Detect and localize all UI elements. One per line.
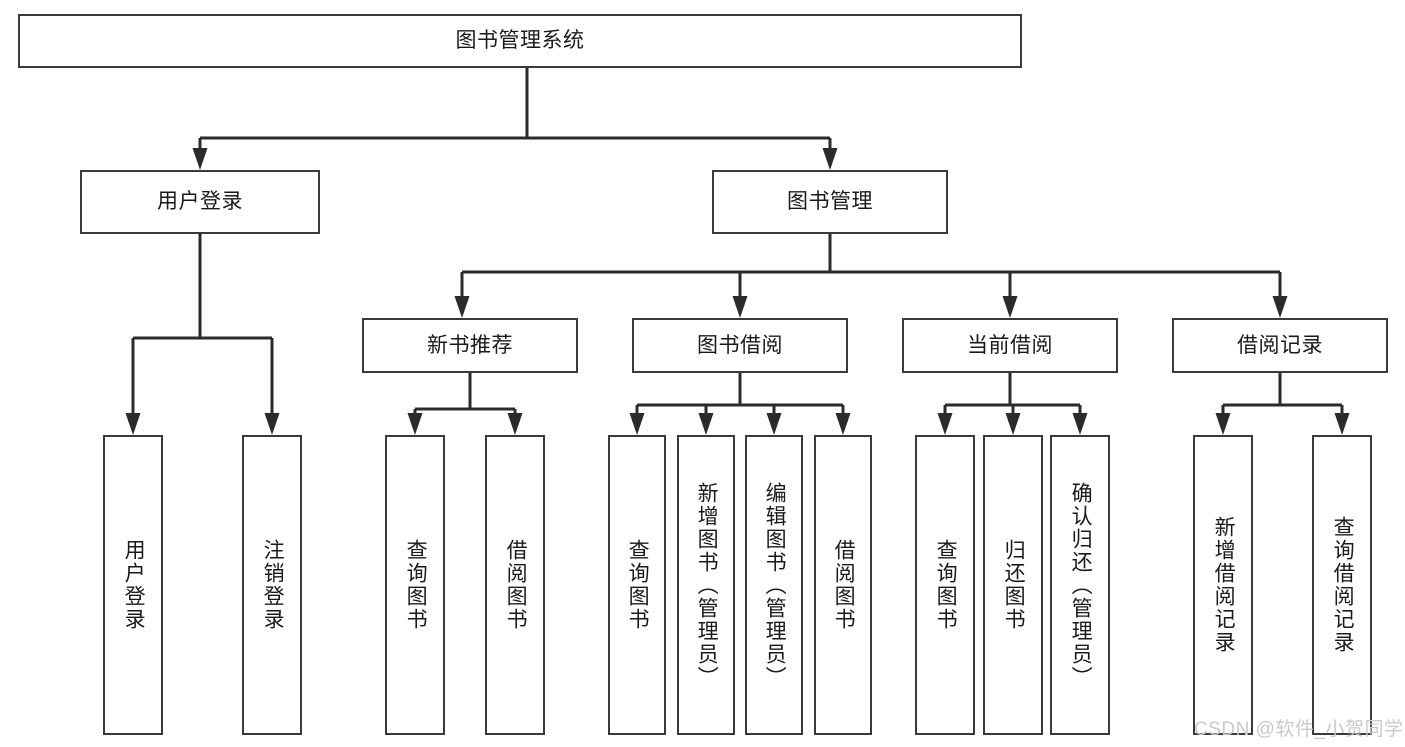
arrowhead-root-to-level2-1 — [822, 148, 838, 170]
arrowhead-new-book-recommend-to-leaves-1 — [507, 413, 523, 435]
node-leaf-borrow-book[interactable]: 借阅图书 — [814, 435, 872, 735]
arrowhead-book-borrow-to-leaves-1 — [698, 413, 714, 435]
arrowhead-book-borrow-to-leaves-2 — [766, 413, 782, 435]
node-label-book-management: 图书管理 — [787, 190, 873, 214]
arrowhead-current-borrow-to-leaves-1 — [1005, 413, 1021, 435]
arrowhead-borrow-record-to-leaves-0 — [1215, 413, 1231, 435]
node-book-management[interactable]: 图书管理 — [712, 170, 948, 234]
node-current-borrow[interactable]: 当前借阅 — [902, 318, 1118, 373]
node-leaf-borrow-book-recommend[interactable]: 借阅图书 — [485, 435, 545, 735]
node-label-leaf-borrow-book: 借阅图书 — [832, 539, 856, 631]
node-leaf-query-borrow-record[interactable]: 查询借阅记录 — [1312, 435, 1372, 735]
arrowhead-new-book-recommend-to-leaves-0 — [407, 413, 423, 435]
node-label-book-borrow: 图书借阅 — [697, 333, 783, 357]
node-leaf-user-login[interactable]: 用户登录 — [103, 435, 163, 735]
node-label-current-borrow: 当前借阅 — [967, 333, 1053, 357]
node-leaf-logout[interactable]: 注销登录 — [242, 435, 302, 735]
node-label-new-book-recommend: 新书推荐 — [427, 333, 513, 357]
node-leaf-query-book-recommend[interactable]: 查询图书 — [385, 435, 445, 735]
arrowhead-root-to-level2-0 — [192, 148, 208, 170]
arrowhead-book-borrow-to-leaves-3 — [835, 413, 851, 435]
node-label-leaf-add-book: 新增图书（管理员） — [695, 481, 719, 689]
arrowhead-current-borrow-to-leaves-2 — [1072, 413, 1088, 435]
arrowhead-book-management-to-level3-0 — [454, 296, 470, 318]
arrowhead-current-borrow-to-leaves-0 — [937, 413, 953, 435]
node-borrow-record[interactable]: 借阅记录 — [1172, 318, 1388, 373]
node-label-leaf-add-borrow-record: 新增借阅记录 — [1212, 516, 1236, 654]
arrowhead-book-management-to-level3-1 — [732, 296, 748, 318]
node-book-borrow[interactable]: 图书借阅 — [632, 318, 848, 373]
node-root[interactable]: 图书管理系统 — [18, 14, 1022, 68]
node-label-leaf-user-login: 用户登录 — [122, 539, 146, 631]
arrowhead-borrow-record-to-leaves-1 — [1334, 413, 1350, 435]
node-leaf-add-borrow-record[interactable]: 新增借阅记录 — [1193, 435, 1253, 735]
node-leaf-add-book[interactable]: 新增图书（管理员） — [677, 435, 735, 735]
node-label-leaf-query-book-borrow: 查询图书 — [626, 539, 650, 631]
node-leaf-confirm-return[interactable]: 确认归还（管理员） — [1050, 435, 1110, 735]
node-label-leaf-query-book-current: 查询图书 — [934, 539, 958, 631]
arrowhead-book-management-to-level3-2 — [1002, 296, 1018, 318]
node-label-root: 图书管理系统 — [455, 29, 585, 53]
arrowhead-book-management-to-level3-3 — [1272, 296, 1288, 318]
node-new-book-recommend[interactable]: 新书推荐 — [362, 318, 578, 373]
node-label-user-login: 用户登录 — [157, 190, 243, 214]
arrowhead-book-borrow-to-leaves-0 — [629, 413, 645, 435]
arrowhead-user-login-to-leaves-1 — [264, 413, 280, 435]
node-label-leaf-logout: 注销登录 — [261, 539, 285, 631]
node-leaf-query-book-borrow[interactable]: 查询图书 — [608, 435, 666, 735]
arrowhead-user-login-to-leaves-0 — [125, 413, 141, 435]
node-leaf-edit-book[interactable]: 编辑图书（管理员） — [745, 435, 803, 735]
node-label-leaf-edit-book: 编辑图书（管理员） — [763, 481, 787, 689]
node-leaf-return-book[interactable]: 归还图书 — [983, 435, 1043, 735]
node-label-leaf-query-borrow-record: 查询借阅记录 — [1331, 516, 1355, 654]
node-label-borrow-record: 借阅记录 — [1237, 333, 1323, 357]
csdn-watermark: CSDN @软件_小贺同学 — [1194, 719, 1404, 740]
node-user-login[interactable]: 用户登录 — [80, 170, 320, 234]
node-label-leaf-return-book: 归还图书 — [1002, 539, 1026, 631]
node-label-leaf-confirm-return: 确认归还（管理员） — [1069, 481, 1093, 689]
node-label-leaf-query-book-recommend: 查询图书 — [404, 539, 428, 631]
node-label-leaf-borrow-book-recommend: 借阅图书 — [504, 539, 528, 631]
node-leaf-query-book-current[interactable]: 查询图书 — [915, 435, 975, 735]
